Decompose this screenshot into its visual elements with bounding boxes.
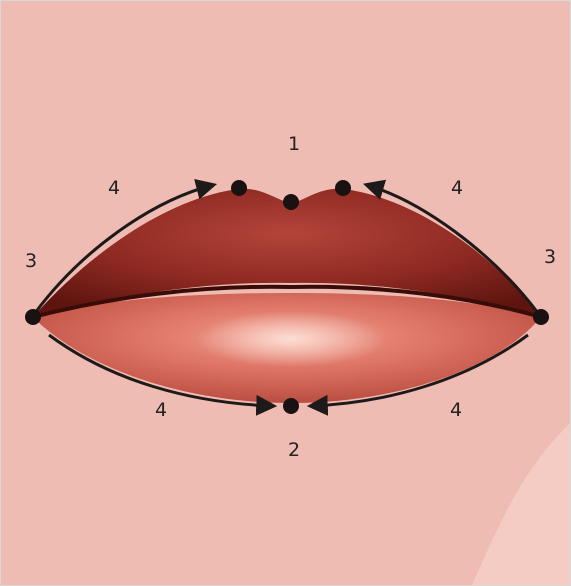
label-lower-right: 4	[444, 401, 468, 420]
marker-cupid-bow-right	[335, 180, 351, 196]
marker-cupid-bow-center	[283, 194, 299, 210]
label-right-corner: 3	[538, 248, 562, 267]
label-top-center: 1	[282, 135, 306, 154]
lower-lip-shine	[196, 311, 386, 367]
marker-cupid-bow-left	[231, 180, 247, 196]
label-upper-left: 4	[102, 179, 126, 198]
label-bottom-center: 2	[282, 441, 306, 460]
marker-right-corner	[533, 309, 549, 325]
label-left-corner: 3	[19, 252, 43, 271]
background-highlight	[471, 421, 571, 586]
label-upper-right: 4	[445, 179, 469, 198]
label-lower-left: 4	[149, 401, 173, 420]
marker-left-corner	[25, 309, 41, 325]
marker-lower-lip-center	[283, 398, 299, 414]
